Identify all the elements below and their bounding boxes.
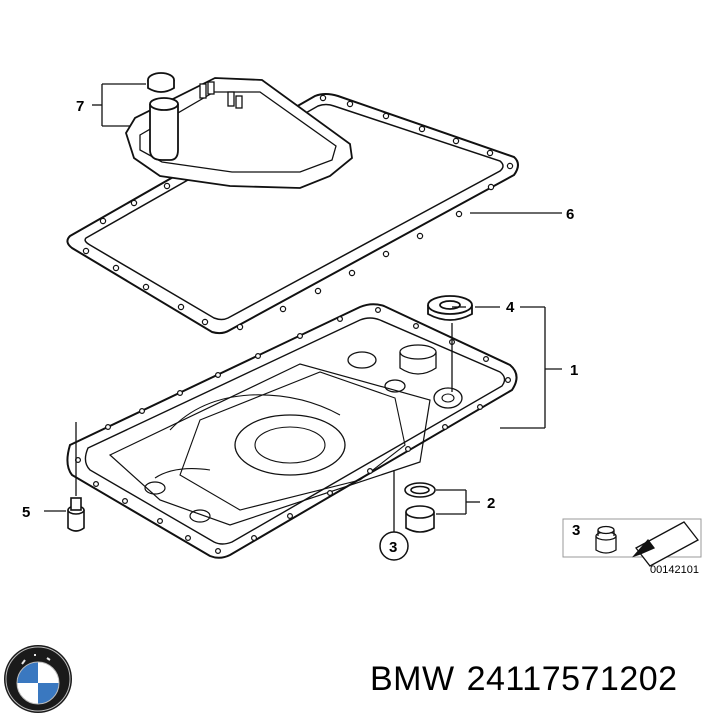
legend-reference: 00142101: [650, 564, 699, 576]
callout-2: 2: [487, 495, 495, 512]
drain-plug-part-2: [393, 470, 436, 533]
legend-arrow-icon: [631, 521, 699, 567]
bolt-part-5: [67, 422, 85, 532]
legend-box: 3 00142101: [562, 518, 702, 576]
callout-5: 5: [22, 504, 30, 521]
part-number-caption: BMW 24117571202: [370, 660, 678, 699]
legend-number: 3: [572, 522, 580, 539]
callout-3-circled: 3: [379, 531, 409, 561]
callout-1: 1: [570, 362, 578, 379]
brand-label: BMW: [370, 660, 455, 698]
bmw-logo: [4, 645, 72, 713]
legend-plug-icon: [595, 525, 617, 554]
leader-lines: [44, 83, 562, 515]
callout-7: 7: [76, 98, 84, 115]
part-number: 24117571202: [466, 660, 678, 698]
callout-6: 6: [566, 206, 574, 223]
oil-pan-part-1: [66, 303, 518, 559]
oil-filter-part-7: [125, 72, 353, 189]
callout-3: 3: [389, 539, 397, 556]
callout-4: 4: [506, 299, 515, 316]
seal-ring-part-4: [427, 295, 473, 321]
